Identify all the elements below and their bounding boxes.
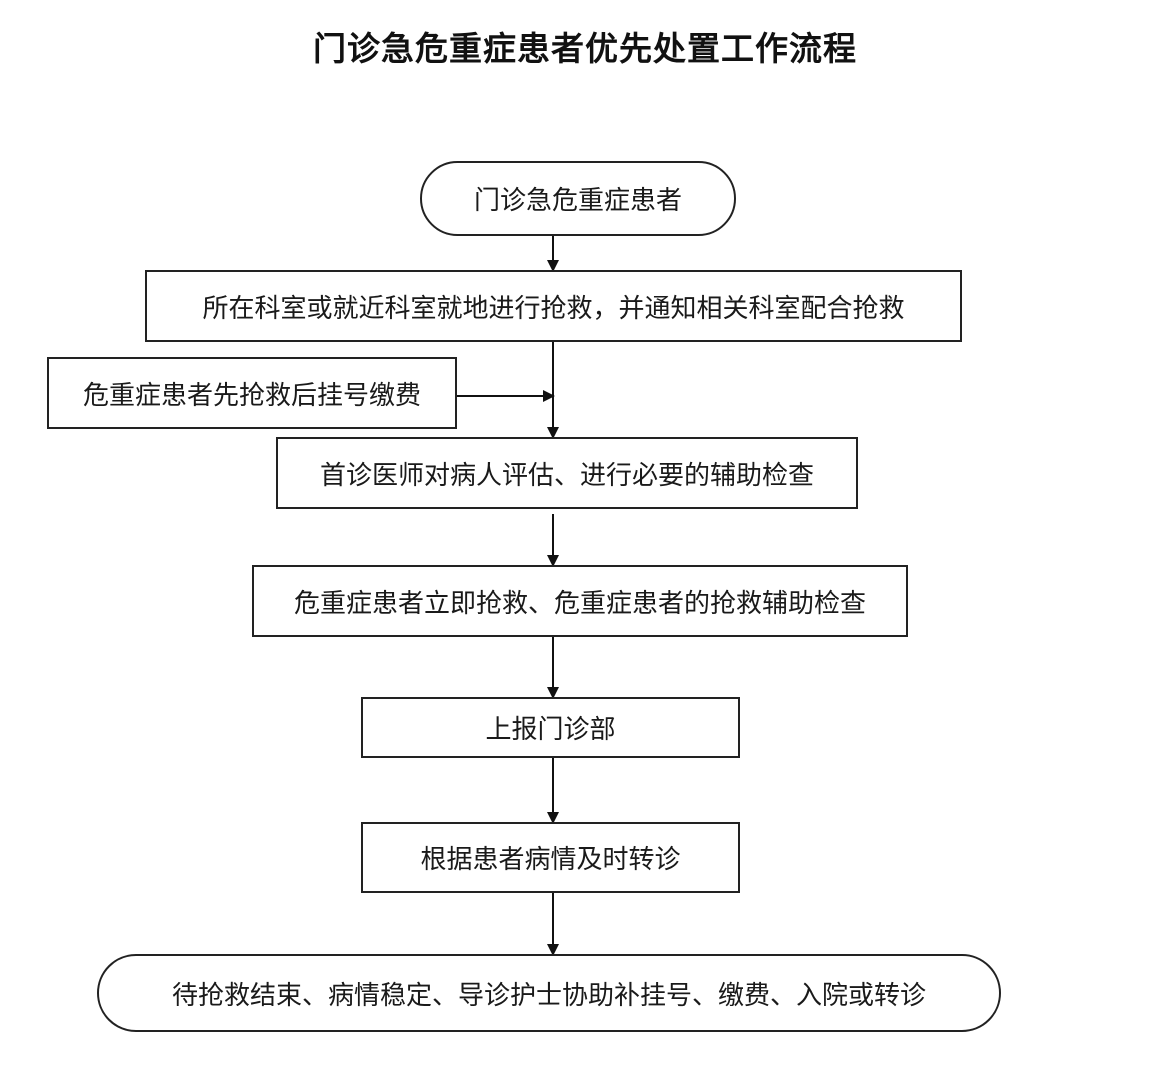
end-node: 待抢救结束、病情稳定、导诊护士协助补挂号、缴费、入院或转诊 [97, 954, 1001, 1032]
transfer-step-label: 根据患者病情及时转诊 [420, 845, 681, 875]
transfer-step-box: 根据患者病情及时转诊 [361, 822, 740, 893]
immediate-rescue-box: 危重症患者立即抢救、危重症患者的抢救辅助检查 [252, 565, 908, 637]
start-node: 门诊急危重症患者 [420, 161, 736, 236]
rescue-step-box: 所在科室或就近科室就地进行抢救，并通知相关科室配合抢救 [145, 270, 962, 342]
immediate-rescue-label: 危重症患者立即抢救、危重症患者的抢救辅助检查 [293, 588, 866, 619]
rescue-step-label: 所在科室或就近科室就地进行抢救，并通知相关科室配合抢救 [202, 293, 905, 324]
assess-step-label: 首诊医师对病人评估、进行必要的辅助检查 [319, 460, 814, 491]
side-note-box: 危重症患者先抢救后挂号缴费 [47, 357, 457, 429]
report-step-box: 上报门诊部 [361, 697, 740, 758]
report-step-label: 上报门诊部 [485, 715, 616, 745]
assess-step-box: 首诊医师对病人评估、进行必要的辅助检查 [276, 437, 858, 509]
page-title: 门诊急危重症患者优先处置工作流程 [313, 29, 857, 68]
end-node-label: 待抢救结束、病情稳定、导诊护士协助补挂号、缴费、入院或转诊 [171, 980, 926, 1011]
start-node-label: 门诊急危重症患者 [473, 186, 682, 216]
side-note-label: 危重症患者先抢救后挂号缴费 [82, 380, 421, 411]
